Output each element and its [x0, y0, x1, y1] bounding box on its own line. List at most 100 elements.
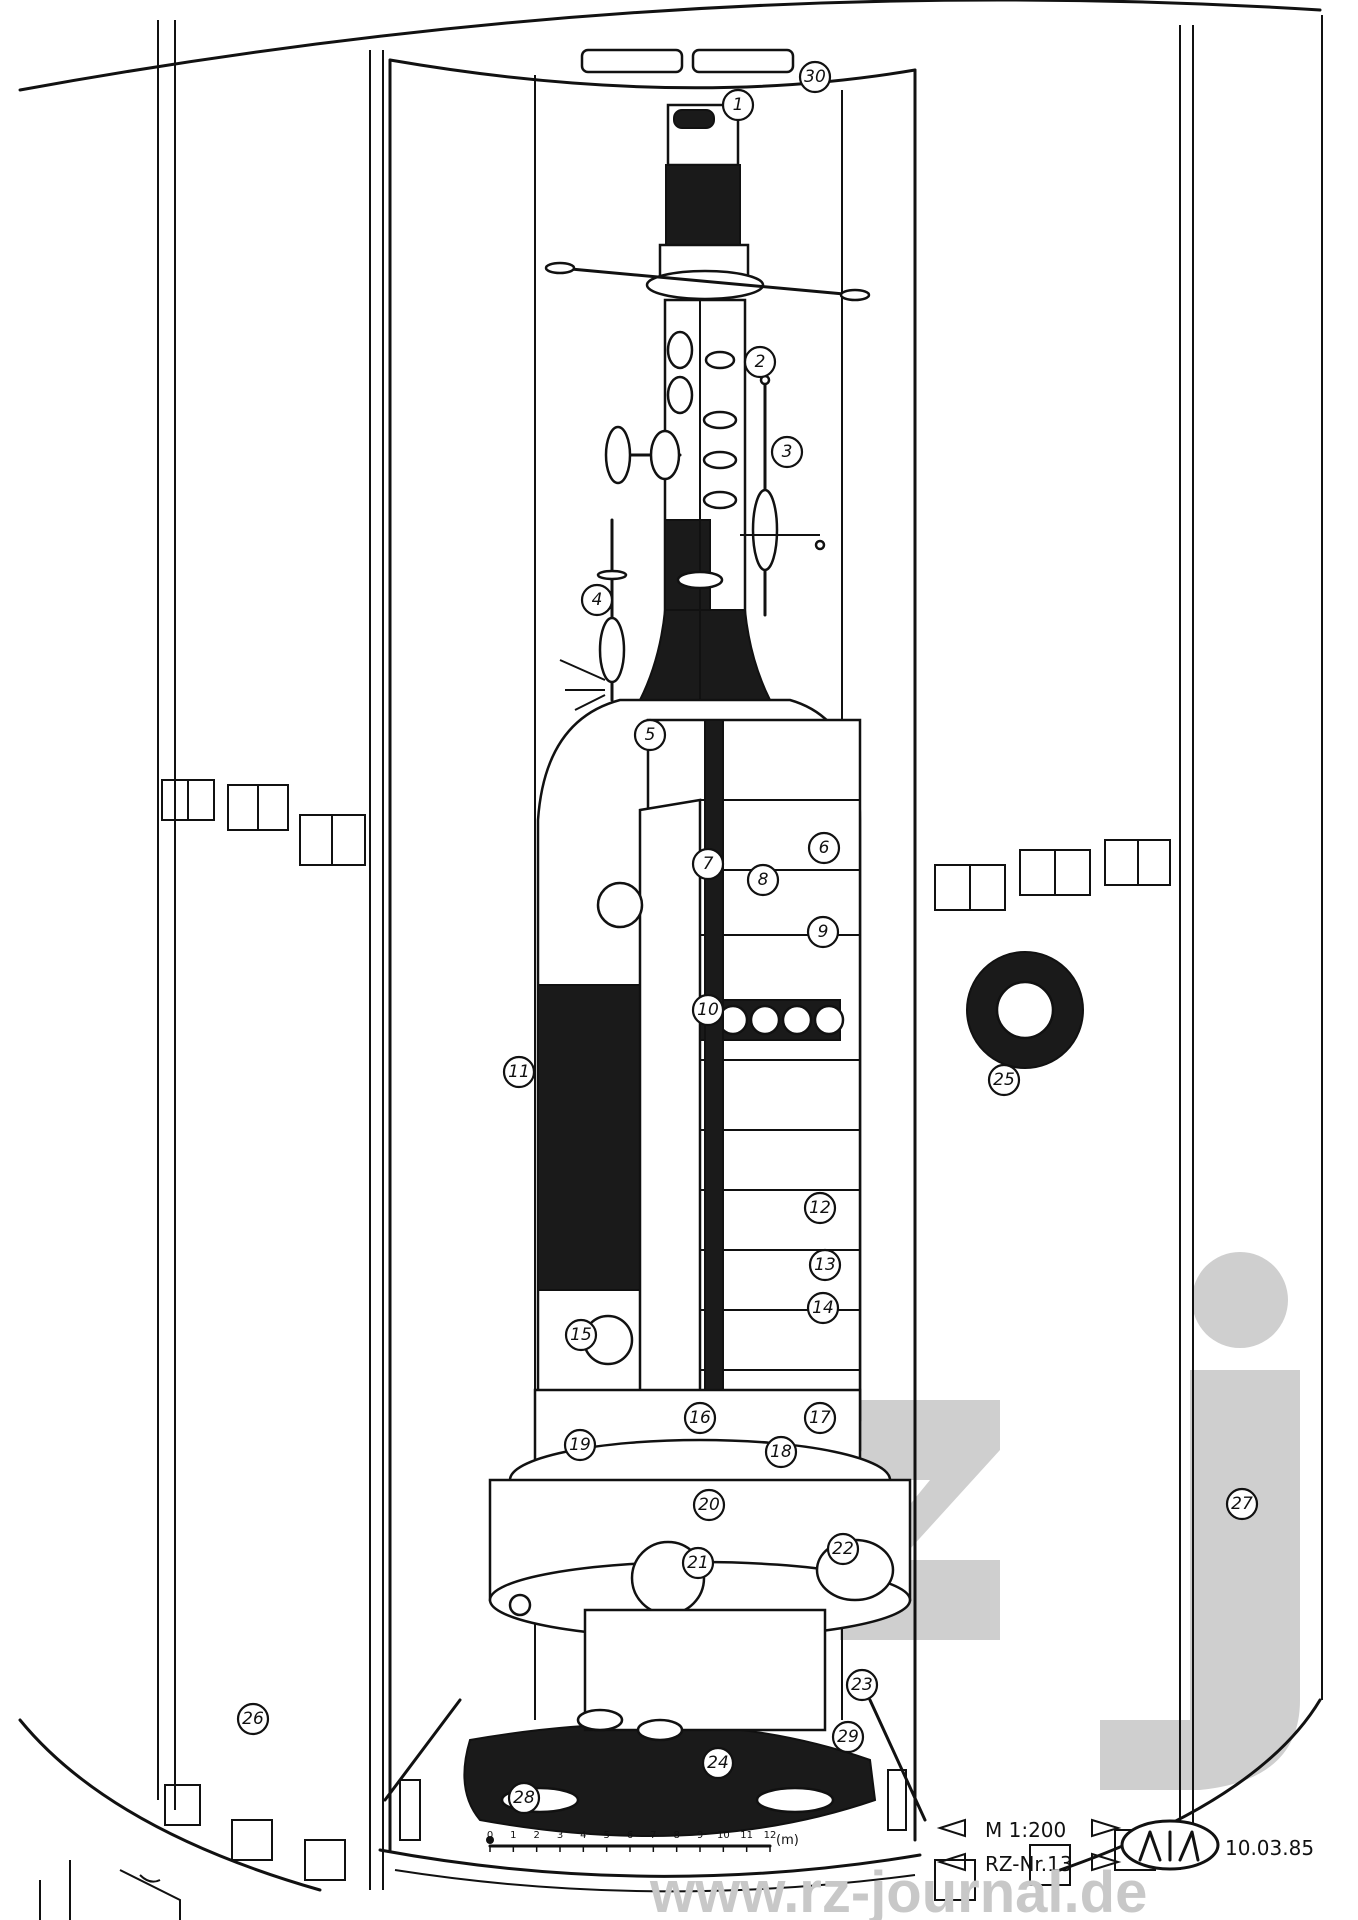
- callout-11: 11: [502, 1055, 536, 1089]
- callout-13: 13: [808, 1248, 842, 1282]
- callout-circle: [987, 1063, 1021, 1097]
- callout-circle: [831, 1720, 865, 1754]
- callout-number: 19: [569, 1435, 591, 1455]
- callout-number: 6: [819, 838, 830, 858]
- callout-circle: [807, 831, 841, 865]
- callout-circle: [691, 993, 725, 1027]
- callout-circle: [806, 915, 840, 949]
- callout-4: 4: [580, 583, 614, 617]
- callout-number: 4: [592, 590, 603, 610]
- watermark-text: www.rz-journal.de: [649, 1860, 1147, 1920]
- scale-tick-label: 9: [697, 1830, 703, 1841]
- callout-number: 10: [697, 1000, 719, 1020]
- callout-number: 1: [733, 95, 744, 115]
- callout-12: 12: [803, 1191, 837, 1225]
- scale-tick-label: 11: [740, 1830, 753, 1841]
- callout-number: 12: [809, 1198, 831, 1218]
- scale-tick-label: 12: [764, 1830, 777, 1841]
- callout-circle: [764, 1435, 798, 1469]
- callout-7: 7: [691, 847, 725, 881]
- callout-circle: [681, 1546, 715, 1580]
- scale-bar-origin: [486, 1836, 494, 1844]
- callout-circle: [691, 847, 725, 881]
- floor-ring: [463, 1723, 877, 1837]
- callout-number: 14: [812, 1298, 834, 1318]
- scale-tick-label: 6: [627, 1830, 633, 1841]
- scale-label: M 1:200: [985, 1818, 1066, 1842]
- callout-22: 22: [826, 1532, 860, 1566]
- scale-tick-label: 5: [603, 1830, 609, 1841]
- scale-unit: (m): [776, 1833, 799, 1848]
- callout-number: 8: [758, 870, 769, 890]
- callout-number: 24: [707, 1753, 729, 1773]
- callout-30: 30: [798, 60, 832, 94]
- callout-number: 9: [818, 922, 829, 942]
- scale-tick-label: 1: [510, 1830, 516, 1841]
- callout-circle: [826, 1532, 860, 1566]
- scale-tick-label: 10: [717, 1830, 730, 1841]
- callout-9: 9: [806, 915, 840, 949]
- callout-circle: [633, 718, 667, 752]
- callout-circle: [803, 1191, 837, 1225]
- callout-23: 23: [845, 1668, 879, 1702]
- scale-tick-label: 0: [487, 1830, 493, 1841]
- callout-circle: [743, 345, 777, 379]
- callout-circle: [746, 863, 780, 897]
- scale-tick-label: 3: [557, 1830, 563, 1841]
- callout-18: 18: [764, 1435, 798, 1469]
- callout-number: 18: [770, 1442, 792, 1462]
- callout-number: 2: [755, 352, 766, 372]
- callout-number: 16: [689, 1408, 711, 1428]
- callout-circle: [808, 1248, 842, 1282]
- callout-number: 25: [993, 1070, 1015, 1090]
- callout-28: 28: [507, 1781, 541, 1815]
- callout-circle: [502, 1055, 536, 1089]
- callout-27: 27: [1225, 1487, 1259, 1521]
- title-block: M 1:200 RZ-Nr.13 10.03.85: [936, 1818, 1314, 1876]
- callout-number: 27: [1231, 1494, 1253, 1514]
- callout-24: 24: [701, 1746, 735, 1780]
- callout-circle: [692, 1488, 726, 1522]
- callout-6: 6: [807, 831, 841, 865]
- callout-15: 15: [564, 1318, 598, 1352]
- callout-number: 26: [242, 1709, 264, 1729]
- callout-number: 5: [645, 725, 656, 745]
- callout-circle: [806, 1291, 840, 1325]
- callout-25: 25: [987, 1063, 1021, 1097]
- callout-1: 1: [721, 88, 755, 122]
- callout-5: 5: [633, 718, 667, 752]
- callout-circle: [1225, 1487, 1259, 1521]
- callout-number: 21: [687, 1553, 709, 1573]
- callout-10: 10: [691, 993, 725, 1027]
- scale-tick-label: 2: [533, 1830, 539, 1841]
- callout-number: 28: [513, 1788, 535, 1808]
- callout-number: 13: [814, 1255, 836, 1275]
- scale-tick-label: 8: [673, 1830, 679, 1841]
- callout-circle: [701, 1746, 735, 1780]
- station-main-body: [536, 698, 1051, 1452]
- callout-number: 30: [804, 67, 826, 87]
- date-label: 10.03.85: [1225, 1836, 1314, 1860]
- callout-3: 3: [770, 435, 804, 469]
- callout-21: 21: [681, 1546, 715, 1580]
- callout-circle: [721, 88, 755, 122]
- callout-circle: [798, 60, 832, 94]
- callout-circle: [803, 1401, 837, 1435]
- callout-19: 19: [563, 1428, 597, 1462]
- scale-tick-label: 4: [580, 1830, 586, 1841]
- callout-26: 26: [236, 1702, 270, 1736]
- callout-circle: [683, 1401, 717, 1435]
- callout-number: 22: [832, 1539, 854, 1559]
- callout-circle: [563, 1428, 597, 1462]
- callout-20: 20: [692, 1488, 726, 1522]
- callout-circle: [236, 1702, 270, 1736]
- callout-circle: [507, 1781, 541, 1815]
- callout-circle: [770, 435, 804, 469]
- scale-tick-label: 7: [650, 1830, 656, 1841]
- callout-number: 3: [782, 442, 793, 462]
- callout-2: 2: [743, 345, 777, 379]
- callout-14: 14: [806, 1291, 840, 1325]
